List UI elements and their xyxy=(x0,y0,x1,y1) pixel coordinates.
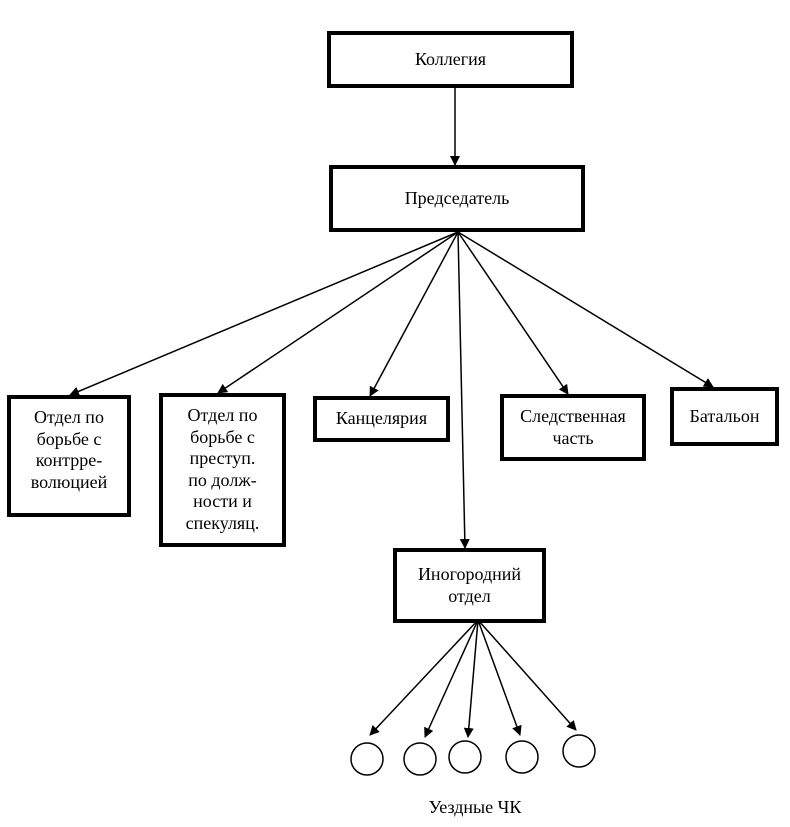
node-predsedatel: Председатель xyxy=(329,165,585,232)
arrow-to-uezd-4 xyxy=(477,619,522,736)
arrow-to-uezd-5 xyxy=(477,619,577,731)
node-sledstvennaya: Следственная часть xyxy=(500,394,646,461)
arrow-to-inogorodniy xyxy=(457,231,470,549)
uezd-chk-caption: Уездные ЧК xyxy=(428,797,522,817)
node-otdel-kontr: Отдел по борьбе с контрре- волюцией xyxy=(7,395,131,517)
arrow-to-otdel-prest xyxy=(217,231,459,394)
uezd-chk-circle-2 xyxy=(403,742,437,776)
arrow-to-uezd-1 xyxy=(369,619,479,736)
arrow-to-kantselyaria xyxy=(369,231,459,397)
uezd-chk-circle-1 xyxy=(350,742,384,776)
node-kantselyaria: Канцелярия xyxy=(313,396,450,442)
arrow-to-sledstvennaya xyxy=(457,231,569,395)
uezd-chk-circle-5 xyxy=(562,734,596,768)
node-kantselyaria-label: Канцелярия xyxy=(335,408,428,429)
arrow-to-batalon xyxy=(457,231,714,388)
node-otdel-prest-label: Отдел по борьбе с преступ. по долж- ност… xyxy=(185,405,260,533)
node-batalon-label: Батальон xyxy=(689,405,760,426)
node-predsedatel-label: Председатель xyxy=(404,187,510,208)
node-batalon: Батальон xyxy=(670,387,779,446)
node-kollegia: Коллегия xyxy=(327,31,574,88)
arrow-to-uezd-3 xyxy=(463,619,479,738)
node-inogorodniy-label: Иногородний отдел xyxy=(417,563,522,606)
node-otdel-kontr-label: Отдел по борьбе с контрре- волюцией xyxy=(30,407,108,492)
uezd-chk-circle-4 xyxy=(505,740,539,774)
uezd-chk-circle-3 xyxy=(448,740,482,774)
arrow-to-uezd-2 xyxy=(424,619,479,738)
node-inogorodniy: Иногородний отдел xyxy=(393,548,546,623)
arrow-to-otdel-kontr xyxy=(69,231,459,397)
node-otdel-prest: Отдел по борьбе с преступ. по долж- ност… xyxy=(159,393,286,547)
node-kollegia-label: Коллегия xyxy=(414,48,487,69)
node-sledstvennaya-label: Следственная часть xyxy=(520,405,626,448)
